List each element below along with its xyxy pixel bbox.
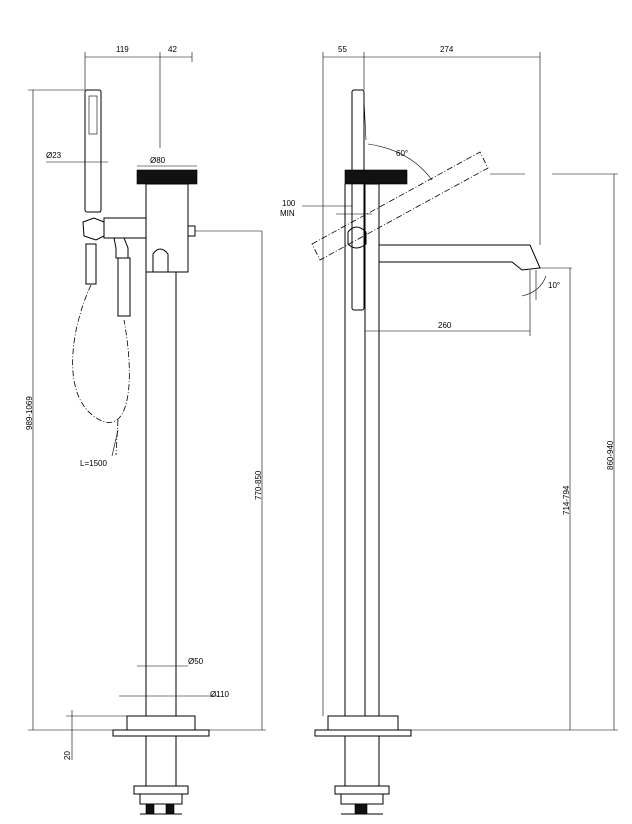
label-hose-length: L=1500 (80, 459, 107, 468)
arc-60 (367, 143, 433, 181)
shower-holder (82, 217, 105, 241)
dim-860-940: 860-940 (606, 440, 615, 470)
dim-260: 260 (438, 321, 452, 330)
side-lever (187, 225, 196, 237)
mount-plate (133, 785, 189, 795)
dim-diameter-23: Ø23 (46, 151, 62, 160)
shower-handle (85, 243, 97, 285)
top-cap (136, 169, 198, 185)
holder-arm (103, 217, 147, 239)
dim-angle-60: 60° (396, 149, 408, 158)
dim-20: 20 (63, 751, 72, 760)
dim-diameter-80: Ø80 (150, 156, 166, 165)
dim-42: 42 (168, 45, 177, 54)
side-spout (378, 244, 541, 271)
hose-sleeve (117, 257, 131, 317)
dim-diameter-50: Ø50 (188, 657, 204, 666)
side-base-plate (327, 715, 399, 731)
side-floor-flange (314, 729, 412, 737)
hand-shower (84, 89, 102, 213)
dim-angle-10: 10° (548, 281, 560, 290)
column (145, 271, 177, 717)
dim-100: 100 (282, 199, 296, 208)
side-lever (311, 151, 489, 261)
front-dimensions: 119 42 Ø23 Ø80 989-1069 L=1500 770-850 Ø… (25, 45, 266, 760)
front-view (72, 89, 210, 815)
upper-body (145, 183, 189, 273)
dim-770-850: 770-850 (254, 470, 263, 500)
base-plate (126, 715, 196, 731)
floor-flange (112, 729, 210, 737)
spout-outlet (152, 248, 169, 273)
dim-min-note: MIN (280, 209, 295, 218)
side-hand-shower (351, 89, 365, 311)
dim-55: 55 (338, 45, 347, 54)
dim-714-794: 714-794 (562, 485, 571, 515)
dim-diameter-110: Ø110 (210, 690, 230, 699)
side-column (364, 183, 380, 717)
hose-connector (113, 237, 129, 259)
shower-head-grid (88, 95, 98, 135)
dim-989-1069: 989-1069 (25, 396, 34, 430)
dim-119: 119 (116, 45, 129, 54)
shower-hose (72, 284, 130, 423)
side-holder (347, 226, 367, 249)
side-mount-plate (334, 785, 390, 795)
side-top-cap (344, 169, 408, 185)
side-dimensions: 55 274 60° 100 MIN 10° 260 714-794 860-9… (280, 45, 618, 731)
side-view (311, 89, 541, 815)
dim-274: 274 (440, 45, 454, 54)
arc-10 (521, 275, 547, 297)
